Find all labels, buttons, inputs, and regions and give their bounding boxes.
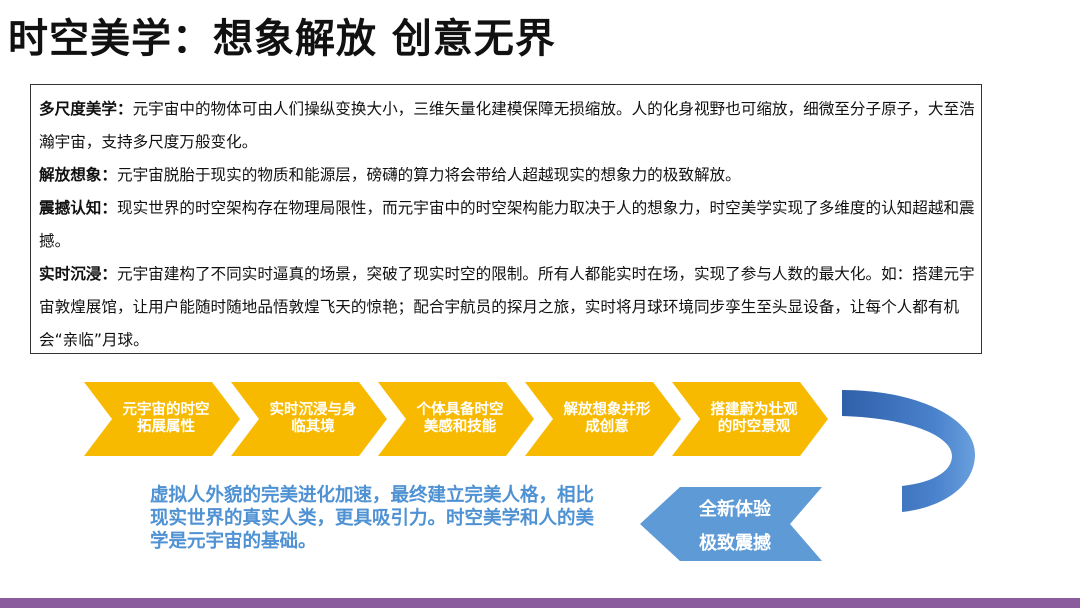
content-box: 多尺度美学：元宇宙中的物体可由人们操纵变换大小，三维矢量化建模保障无损缩放。人的… [30,84,982,354]
result-line-1: 全新体验 [699,499,771,520]
paragraph-imagination: 解放想象：元宇宙脱胎于现实的物质和能源层，磅礴的算力将会带给人超越现实的想象力的… [39,159,975,192]
paragraph-immersion: 实时沉浸：元宇宙建构了不同实时逼真的场景，突破了现实时空的限制。所有人都能实时在… [39,258,975,357]
paragraph-body: 元宇宙脱胎于现实的物质和能源层，磅礴的算力将会带给人超越现实的想象力的极致解放。 [116,166,741,184]
paragraph-body: 元宇宙中的物体可由人们操纵变换大小，三维矢量化建模保障无损缩放。人的化身视野也可… [39,100,975,151]
result-arrow: 全新体验 极致震撼 [640,487,822,561]
page-title: 时空美学：想象解放 创意无界 [8,16,556,62]
flow-step-2: 实时沉浸与身临其境 [231,382,387,456]
paragraph-head: 多尺度美学： [39,100,133,118]
paragraph-head: 震撼认知： [39,199,117,217]
bottom-bar [0,598,1080,608]
flow-step-label: 解放想象并形成创意 [563,402,651,435]
flow-step-5: 搭建蔚为壮观的时空景观 [672,382,828,456]
flow-step-label: 元宇宙的时空拓展属性 [122,402,210,435]
summary-text: 虚拟人外貌的完美进化加速，最终建立完美人格，相比现实世界的真实人类，更具吸引力。… [150,485,595,552]
paragraph-cognition: 震撼认知：现实世界的时空架构存在物理局限性，而元宇宙中的时空架构能力取决于人的想… [39,192,975,258]
flow-step-label: 个体具备时空美感和技能 [416,402,504,435]
paragraph-multiscale: 多尺度美学：元宇宙中的物体可由人们操纵变换大小，三维矢量化建模保障无损缩放。人的… [39,93,975,159]
flow-step-label: 搭建蔚为壮观的时空景观 [710,402,798,435]
paragraph-body: 现实世界的时空架构存在物理局限性，而元宇宙中的时空架构能力取决于人的想象力，时空… [39,199,975,250]
result-line-2: 极致震撼 [699,533,771,554]
flow-step-1: 元宇宙的时空拓展属性 [84,382,240,456]
paragraph-body: 元宇宙建构了不同实时逼真的场景，突破了现实时空的限制。所有人都能实时在场，实现了… [39,265,975,349]
flow-step-label: 实时沉浸与身临其境 [269,402,357,435]
paragraph-head: 实时沉浸： [39,265,117,283]
flow-step-4: 解放想象并形成创意 [525,382,681,456]
flow-step-3: 个体具备时空美感和技能 [378,382,534,456]
paragraph-head: 解放想象： [39,166,117,184]
u-turn-arrow-icon [842,390,975,512]
flow-chevrons: 元宇宙的时空拓展属性 实时沉浸与身临其境 个体具备时空美感和技能 解放想象并形成… [84,382,844,458]
